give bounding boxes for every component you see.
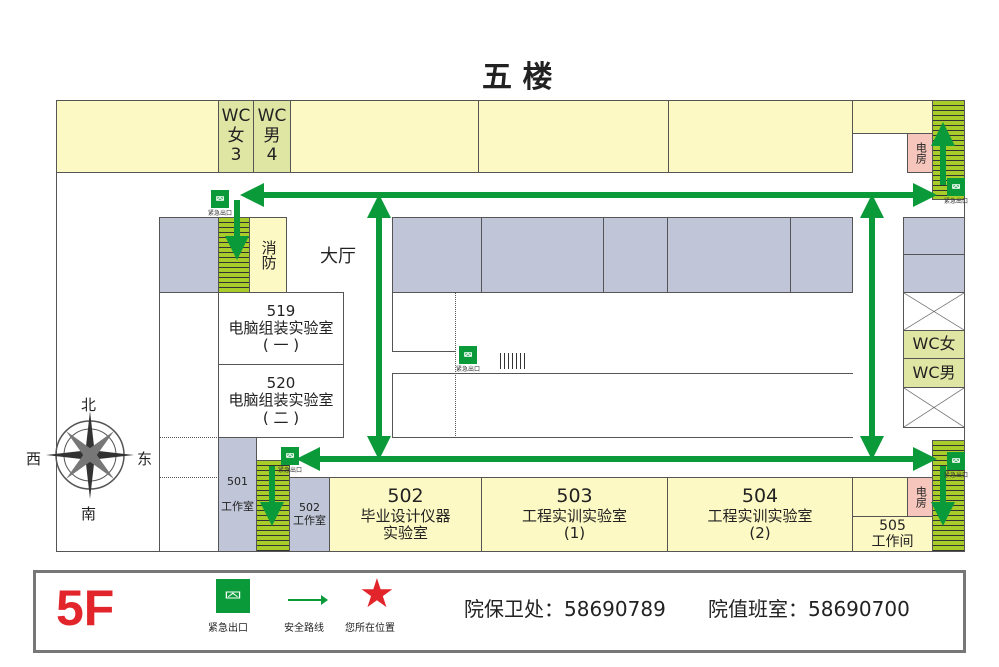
room-sub: (1) (563, 524, 586, 543)
room-number: 504 (741, 485, 779, 508)
exit-icon: ⮹ (281, 447, 299, 465)
room-number: 503 (556, 485, 593, 508)
room-sub: ( 一 ) (262, 336, 300, 355)
legend-route: 安全路线 (284, 623, 324, 634)
security-phone: 院保卫处：58690789 (464, 597, 666, 621)
compass-south: 南 (81, 505, 97, 523)
room (56, 100, 219, 173)
exit-label: 紧急出口 (944, 472, 969, 479)
label: WC (221, 106, 251, 127)
exit-sign: ⮹ 紧急出口 (456, 346, 480, 373)
room (852, 477, 908, 517)
compass-rose (46, 411, 134, 499)
room-name: 工程实训实验室 (521, 507, 627, 526)
room (478, 100, 669, 173)
room-number: 502 (299, 500, 320, 514)
floor-number: 5F (56, 580, 115, 636)
hall-label: 大厅 (320, 246, 356, 267)
room-name: 工作室 (293, 513, 326, 527)
divider (159, 292, 160, 552)
room (392, 373, 853, 438)
divider (159, 437, 219, 438)
room-number: 505 (879, 517, 906, 534)
legend-exit: 紧急出口 (208, 623, 248, 634)
label: 3 (230, 145, 242, 166)
fire-room: 消防 (249, 217, 287, 293)
room (159, 217, 219, 293)
star-icon: ★ (359, 571, 395, 617)
room (903, 217, 965, 255)
room-number: 520 (266, 374, 296, 393)
exit-icon: ⮹ (459, 346, 477, 364)
power-room-bottom: 电房 (907, 477, 933, 517)
room (667, 217, 791, 293)
room-name: 电脑组装实验室 (228, 391, 334, 410)
exit-label: 紧急出口 (944, 198, 969, 205)
label: 4 (266, 145, 278, 166)
power-room-top: 电房 (907, 133, 933, 173)
exit-label: 紧急出口 (208, 210, 233, 217)
legend-here: 您所在位置 (345, 623, 395, 634)
label: 女 (227, 125, 245, 146)
compass-east: 东 (137, 450, 153, 468)
legend: 5F ⮹ 紧急出口 安全路线 ★ 您所在位置 院保卫处：58690789 院值班… (33, 570, 966, 653)
room (790, 217, 853, 293)
exit-label: 紧急出口 (278, 467, 303, 474)
label: WC (257, 106, 287, 127)
room-name: 实验室 (382, 524, 428, 543)
compass-north: 北 (81, 396, 97, 414)
room-name: 毕业设计仪器 (360, 507, 451, 526)
room (668, 100, 853, 173)
room (852, 100, 933, 134)
duty-phone: 院值班室：58690700 (708, 597, 910, 621)
exit-icon: ⮹ (947, 452, 965, 470)
room-name: 工作间 (871, 534, 914, 550)
room (392, 217, 482, 293)
room-number: 502 (387, 485, 424, 508)
exit-sign: ⮹ 紧急出口 (208, 190, 232, 217)
exit-icon: ⮹ (216, 579, 250, 613)
room-name: 电脑组装实验室 (228, 318, 334, 337)
compass-west: 西 (26, 450, 42, 468)
room-number: 501 (227, 474, 248, 488)
room (603, 217, 668, 293)
route-arrow-icon (288, 595, 328, 605)
wc-male: WC男 (903, 358, 965, 388)
room-sub: ( 二 ) (262, 408, 300, 427)
page-title: 五 楼 (482, 60, 553, 95)
label: 男 (263, 125, 281, 146)
exit-sign: ⮹ 紧急出口 (278, 447, 302, 474)
steps (500, 353, 526, 369)
exit-label: 紧急出口 (456, 366, 481, 373)
divider (56, 217, 57, 552)
room (903, 292, 965, 331)
room-number: 519 (266, 301, 296, 320)
room-501: 501 工作室 (218, 437, 257, 552)
room-sub: (2) (749, 524, 771, 543)
room (481, 217, 604, 293)
divider (455, 292, 456, 438)
room-name: 工程实训实验室 (707, 507, 813, 526)
room (290, 100, 479, 173)
exit-sign: ⮹ 紧急出口 (944, 178, 968, 205)
exit-icon: ⮹ (211, 190, 229, 208)
room-name: 工作室 (221, 499, 254, 513)
exit-icon: ⮹ (947, 178, 965, 196)
room (903, 387, 965, 428)
exit-sign: ⮹ 紧急出口 (944, 452, 968, 479)
divider (159, 477, 219, 478)
